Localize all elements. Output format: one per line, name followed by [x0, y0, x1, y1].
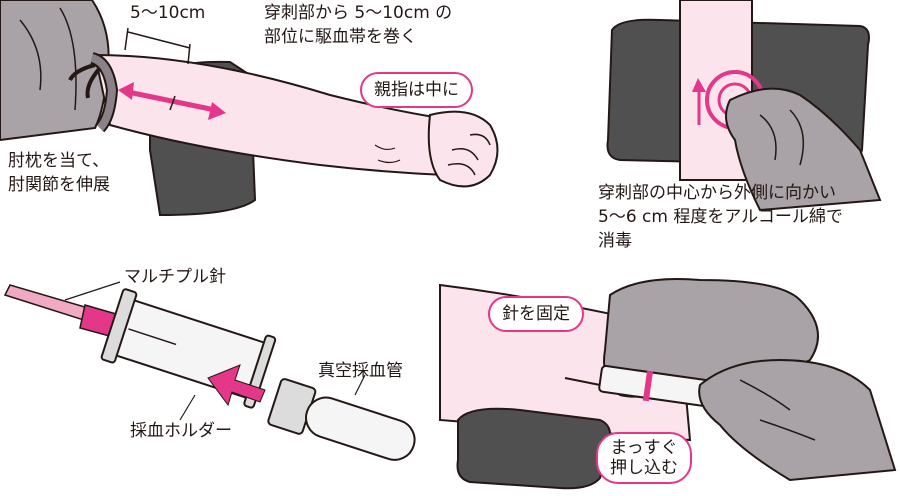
- distance-label: 5〜10cm: [130, 3, 206, 23]
- distance-dim-line: [127, 31, 191, 49]
- insert-scene: [439, 278, 897, 490]
- elbow-instruction-line2: 肘関節を伸展: [6, 174, 112, 196]
- disinfect-instruction-line3: 消毒: [598, 231, 632, 251]
- push-straight-callout: まっすぐ 押し込む: [596, 432, 692, 484]
- tourniquet-instruction-line1: 穿刺部から 5〜10cm の: [264, 3, 453, 23]
- insert-needle: [564, 377, 601, 386]
- fix-needle-callout: 針を固定: [488, 296, 584, 332]
- insert-pad: [456, 407, 612, 490]
- push-straight-line1: まっすぐ: [610, 438, 678, 458]
- tourniquet-band: [68, 52, 119, 133]
- tourniquet-scene: [0, 0, 499, 217]
- sleeve: [0, 0, 110, 142]
- fist: [374, 110, 499, 188]
- disinfect-instruction-line2: 5〜6 cm 程度をアルコール綿で: [598, 207, 843, 227]
- vacuum-tube-label: 真空採血管: [318, 361, 403, 381]
- measure-arrow: [118, 82, 226, 120]
- holder-scene: [3, 281, 416, 461]
- push-arrow: [207, 364, 266, 407]
- vacuum-tube: [267, 378, 416, 461]
- thumb-inside-callout: 親指は中に: [360, 72, 473, 108]
- push-straight-line2: 押し込む: [610, 458, 678, 478]
- holder-label: 採血ホルダー: [130, 421, 232, 441]
- disinfect-instruction-line1: 穿刺部の中心から外側に向かい: [598, 183, 836, 203]
- needle-label: マルチプル針: [124, 267, 226, 287]
- disinfect-scene: [606, 0, 882, 212]
- gloved-hand-push: [698, 358, 897, 482]
- tourniquet-instruction-line2: 部位に駆血帯を巻く: [264, 27, 417, 47]
- elbow-instruction-line1: 肘枕を当て、: [6, 150, 112, 172]
